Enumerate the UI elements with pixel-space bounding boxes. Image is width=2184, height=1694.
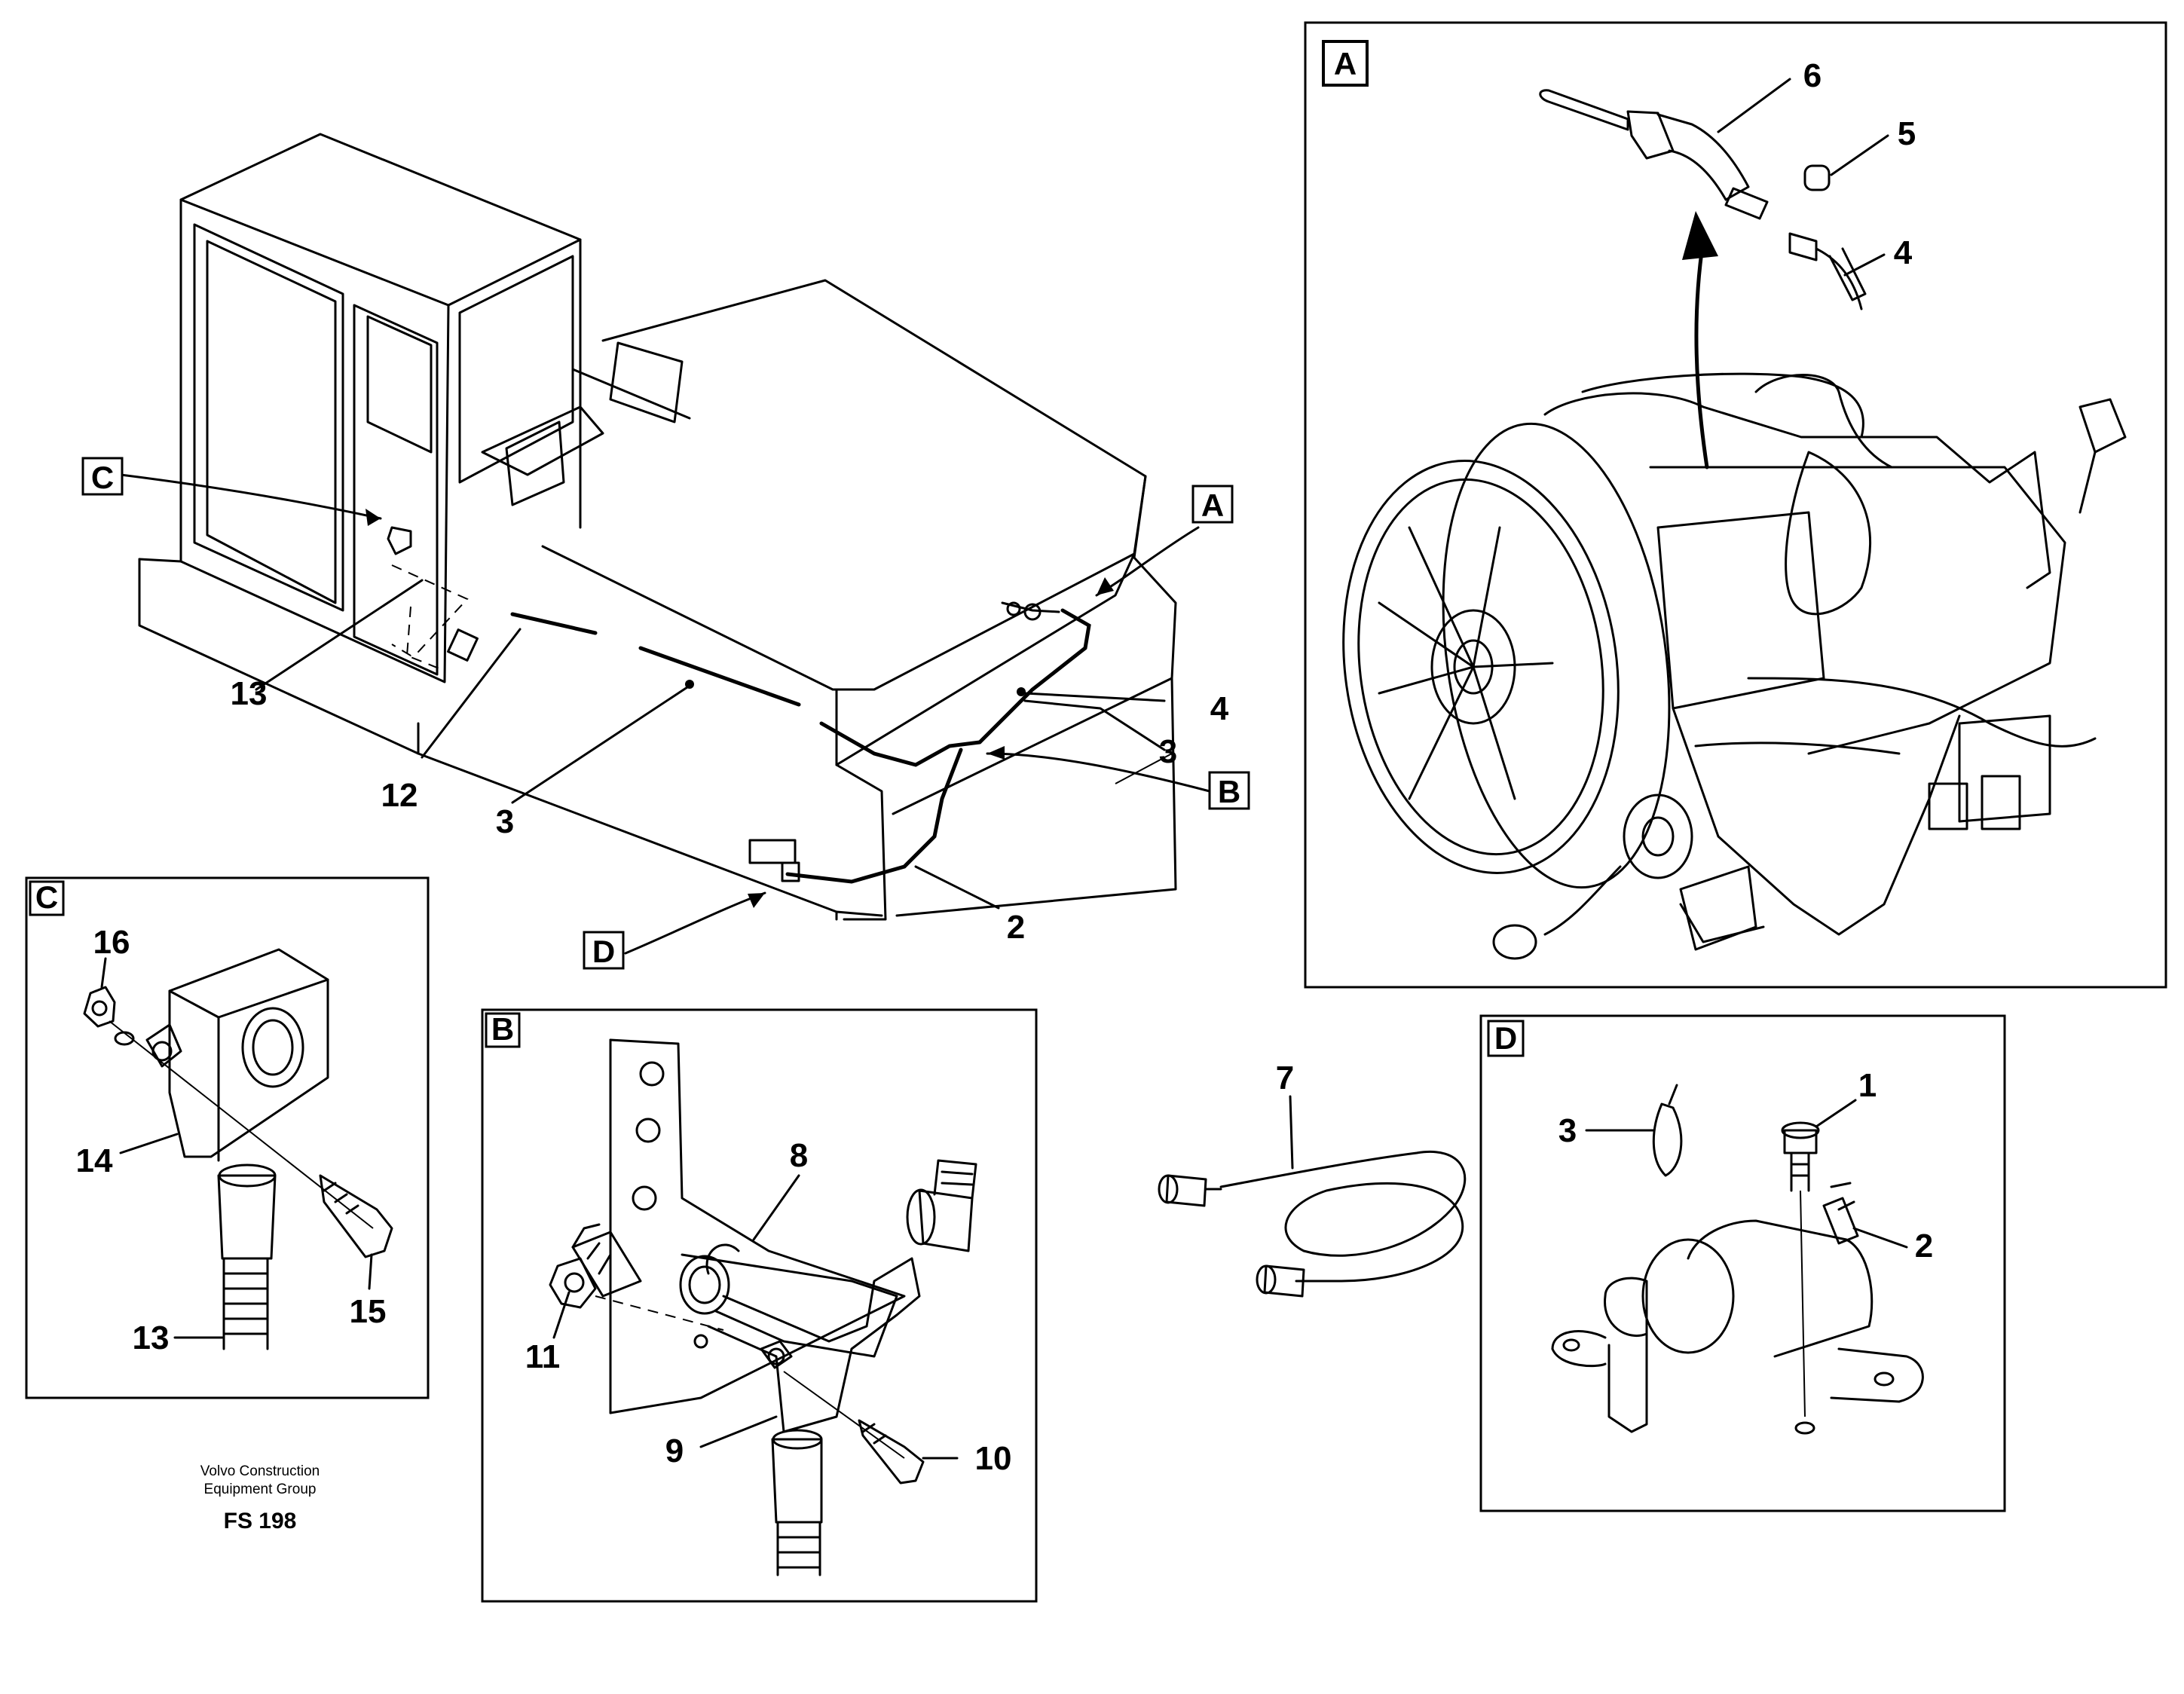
figure-code: FS 198 [224,1509,297,1533]
svg-text:B: B [491,1011,514,1047]
svg-text:D: D [1494,1020,1517,1056]
item-number-9: 9 [665,1433,684,1469]
bracket-drawing [549,1038,977,1576]
callout-d[interactable]: D [583,931,625,970]
callout-a[interactable]: A [1191,485,1234,524]
item-number-4-detail: 4 [1894,234,1913,271]
item-number-3-clip: 3 [1159,733,1177,770]
item-number-2: 2 [1007,909,1025,946]
machine-overview: C A B D 13 12 3 3 4 2 [81,133,1250,970]
svg-text:C: C [35,879,58,915]
publisher-line-2: Equipment Group [204,1481,317,1497]
cable-item: 7 [1158,1060,1467,1298]
socket-drawing [83,948,393,1350]
callout-d-label: D [592,934,615,969]
panel-b-tag: B [485,1011,521,1048]
callout-leaders [119,473,1211,955]
panel-c: C 16 14 15 13 [25,876,430,1399]
item-number-2-heater: 2 [1915,1228,1933,1264]
item-number-16: 16 [93,924,130,961]
item-number-8: 8 [790,1137,808,1174]
cab-drawing [179,133,604,683]
callout-c[interactable]: C [81,457,124,496]
svg-text:A: A [1334,46,1357,81]
publisher-line-1: Volvo Construction [200,1463,320,1479]
item-number-6: 6 [1803,57,1822,94]
item-number-11: 11 [525,1338,561,1375]
callout-a-label: A [1201,488,1224,523]
panel-b: B [481,1008,1038,1603]
item-number-12: 12 [381,777,418,814]
publisher-footer: Volvo Construction Equipment Group FS 19… [200,1463,320,1533]
panel-a-tag: A [1322,40,1369,87]
heater-element-drawing: 6 5 4 [1539,57,1916,469]
panel-d: D 1 3 2 [1479,1014,2006,1512]
item-number-10: 10 [975,1440,1012,1477]
panel-c-tag: C [29,879,65,916]
item-number-3-tie: 3 [1558,1112,1577,1149]
item-number-13: 13 [231,675,268,712]
engine-drawing [1342,372,2127,960]
panel-a: A 6 5 4 [1304,21,2167,989]
item-number-1: 1 [1858,1067,1877,1104]
item-number-13-detail: 13 [133,1319,170,1356]
heater-unit-drawing [1551,1084,1924,1435]
callout-b-label: B [1218,774,1240,809]
panel-d-tag: D [1487,1020,1525,1057]
callout-c-label: C [91,460,114,495]
item-number-15: 15 [350,1293,387,1330]
engine-cover-drawing [138,279,1177,921]
callout-b[interactable]: B [1208,771,1250,810]
harness-drawing [387,526,1091,884]
item-number-14: 14 [76,1142,113,1179]
item-number-3-harness: 3 [496,803,514,840]
item-number-7: 7 [1276,1060,1294,1096]
item-number-5: 5 [1898,115,1916,152]
item-number-4: 4 [1210,690,1229,727]
